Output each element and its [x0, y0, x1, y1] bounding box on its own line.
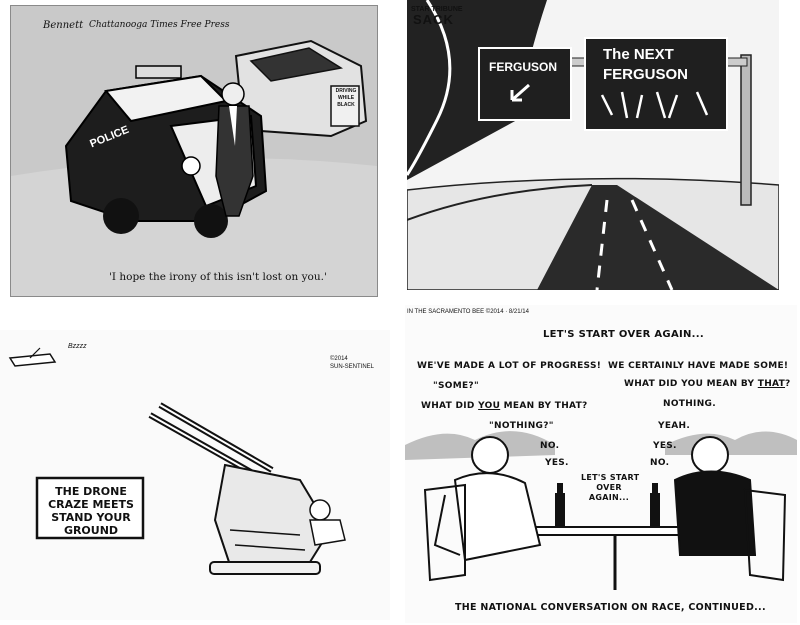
anti-aircraft-gun: [148, 402, 346, 575]
drone-cartoon-panel: Bzzzz ©2014 SUN-SENTINEL THE DRONE CRAZE…: [0, 330, 390, 620]
caption-line-2: CRAZE MEETS: [48, 498, 134, 511]
left-line-2: "SOME?": [433, 381, 479, 391]
police-cartoon-drawing: [11, 39, 377, 296]
drone-sound: Bzzzz: [68, 343, 87, 350]
right-line-1: WE CERTAINLY HAVE MADE SOME!: [608, 361, 789, 371]
race-title: LET'S START OVER AGAIN...: [543, 329, 704, 340]
left-line-3b: YOU: [478, 401, 501, 411]
sign-ferguson: [478, 47, 572, 121]
sign-right-next: NEXT: [633, 46, 674, 63]
race-cartoon-drawing: [405, 431, 797, 590]
newspaper-name: Chattanooga Times Free Press: [89, 20, 230, 30]
police-cartoon-panel: Bennett Chattanooga Times Free Press POL…: [10, 5, 378, 297]
middle-line-3: AGAIN...: [588, 493, 630, 502]
middle-line-1: LET'S START: [581, 473, 640, 482]
sign-left-text: FERGUSON: [489, 60, 558, 74]
left-line-1: WE'VE MADE A LOT OF PROGRESS!: [417, 361, 602, 371]
sign-right-the: The: [603, 46, 630, 63]
race-credit: IN THE SACRAMENTO BEE ©2014 · 8/21/14: [407, 309, 529, 315]
left-line-3a: WHAT DID: [421, 401, 479, 411]
second-car-label: DRIVING WHILE BLACK: [335, 88, 357, 108]
right-line-5: YES.: [653, 441, 677, 451]
left-man: [433, 436, 542, 562]
left-line-6: YES.: [545, 458, 569, 468]
right-line-2b: THAT: [757, 379, 786, 389]
sign-right-ferguson: FERGUSON: [603, 66, 689, 83]
caption-box: [35, 476, 145, 540]
bottle-left: [555, 493, 565, 527]
police-caption: 'I hope the irony of this isn't lost on …: [109, 271, 327, 283]
right-line-4: YEAH.: [658, 421, 691, 431]
right-line-2a: WHAT DID YOU MEAN BY: [624, 379, 758, 389]
second-car: [234, 39, 368, 138]
middle-line-2: OVER: [596, 483, 622, 492]
bottle-right: [650, 493, 660, 527]
left-line-3c: MEAN BY THAT?: [500, 401, 588, 411]
credit-line-2: SUN-SENTINEL: [330, 364, 375, 370]
right-line-6: NO.: [650, 458, 670, 468]
artist-signature: Bennett: [43, 20, 84, 31]
credit-line-1: ©2014: [330, 356, 348, 362]
race-caption: THE NATIONAL CONVERSATION ON RACE, CONTI…: [455, 602, 766, 613]
ferguson-cartoon-panel: STAR TRIBUNE SACK FERGUSON The NEXT FERG…: [407, 0, 779, 290]
artist-signature: SACK: [413, 12, 454, 27]
caption-line-4: GROUND: [63, 524, 119, 537]
right-line-3: NOTHING.: [663, 399, 716, 409]
drone: [8, 353, 57, 367]
caption-line-1: THE DRONE: [55, 485, 127, 498]
left-line-5: NO.: [540, 441, 560, 451]
drone-cartoon-drawing: [8, 347, 346, 575]
right-man: [673, 436, 757, 556]
man-in-suit: [215, 82, 254, 217]
caption-line-3: STAND YOUR: [51, 511, 131, 524]
newspaper-name: STAR TRIBUNE: [411, 6, 463, 13]
left-line-4: "NOTHING?": [489, 421, 554, 431]
sign-next-ferguson: [584, 37, 728, 131]
race-conversation-panel: IN THE SACRAMENTO BEE ©2014 · 8/21/14 LE…: [405, 305, 797, 623]
ferguson-cartoon-drawing: [407, 0, 779, 290]
right-line-2c: ?: [785, 379, 791, 389]
